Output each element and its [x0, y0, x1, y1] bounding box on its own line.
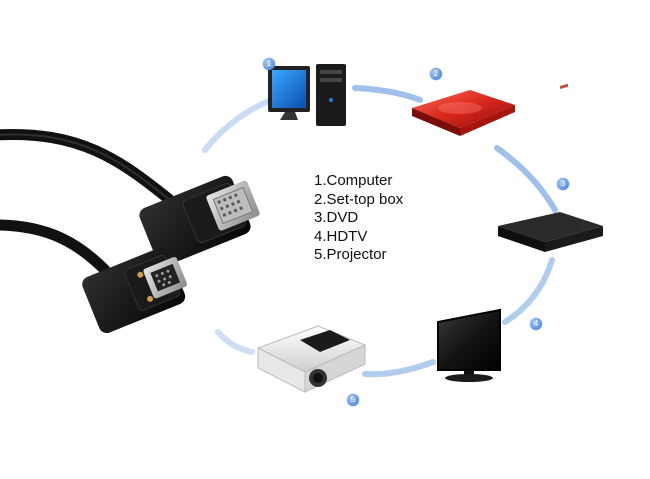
projector-icon [256, 325, 367, 393]
badge-4: 4 [530, 318, 542, 330]
hdtv-icon [437, 308, 501, 382]
device-legend: 1.Computer 2.Set-top box 3.DVD 4.HDTV 5.… [314, 172, 403, 265]
legend-item-set-top-box: 2.Set-top box [314, 190, 404, 208]
connection-ring [202, 85, 558, 378]
badge-2: 2 [430, 68, 442, 80]
legend-item-computer: 1.Computer [314, 172, 393, 189]
badge-1: 1 [263, 58, 275, 70]
legend-item-hdtv: 4.HDTV [314, 227, 368, 245]
set-top-box-icon [412, 90, 515, 136]
cable-icon [0, 128, 260, 334]
badge-5: 5 [347, 394, 359, 406]
legend-item-projector: 5.Projector [314, 246, 387, 263]
legend-item-dvd: 3.DVD [314, 209, 359, 226]
dvd-player-icon [498, 83, 603, 252]
computer-icon [268, 64, 346, 126]
badge-3: 3 [557, 178, 569, 190]
